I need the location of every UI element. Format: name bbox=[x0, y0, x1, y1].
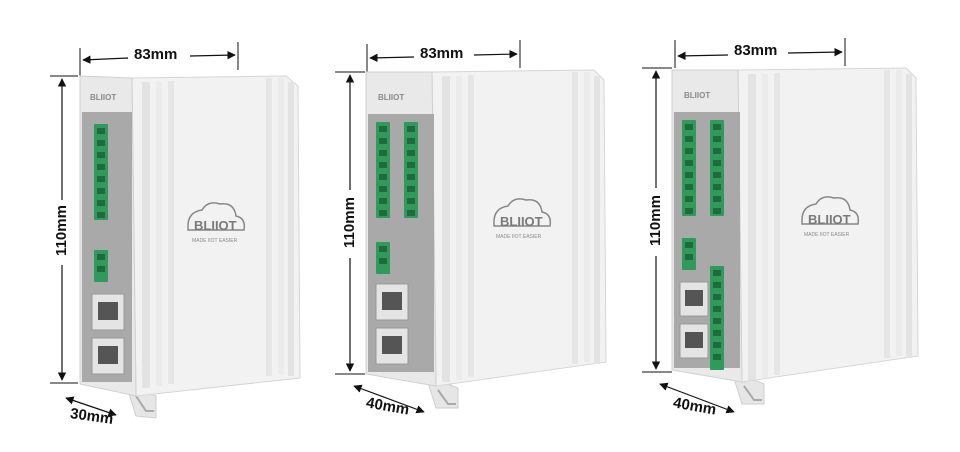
front-logo-1: BLIIOT bbox=[90, 93, 116, 102]
rj45-port-2b bbox=[375, 327, 409, 365]
rj45-port-2a bbox=[375, 283, 409, 321]
width-label-2: 83mm bbox=[420, 45, 464, 62]
terminal-block-3a bbox=[682, 120, 696, 216]
terminal-block-1 bbox=[94, 124, 108, 220]
terminal-block-3c bbox=[710, 266, 724, 370]
width-label-3: 83mm bbox=[734, 42, 778, 59]
height-label-3: 110mm bbox=[646, 195, 664, 246]
front-logo-2: BLIIOT bbox=[378, 93, 404, 102]
rj45-port-1b bbox=[91, 337, 125, 375]
height-label-2: 110mm bbox=[340, 197, 358, 248]
device-40mm-a: BLIIOT bbox=[365, 69, 607, 409]
bliiot-side-logo-2: BLIIOT MADE IIOT EASIER bbox=[493, 198, 552, 240]
device-30mm: BLIIOT BLIIOT M bbox=[79, 75, 301, 419]
power-terminal-3 bbox=[682, 238, 696, 270]
svg-text:BLIIOT: BLIIOT bbox=[808, 212, 851, 227]
front-logo-3: BLIIOT bbox=[684, 91, 710, 100]
power-terminal-2 bbox=[376, 242, 390, 274]
terminal-block-2b bbox=[404, 122, 418, 218]
height-label-1: 110mm bbox=[52, 205, 70, 256]
rj45-port-3b bbox=[679, 323, 709, 359]
terminal-block-2a bbox=[376, 122, 390, 218]
width-label-1: 83mm bbox=[134, 46, 178, 63]
bliiot-side-logo-1: BLIIOT MADE IIOT EASIER bbox=[187, 202, 246, 244]
svg-text:MADE IIOT EASIER: MADE IIOT EASIER bbox=[804, 232, 850, 238]
bliiot-side-logo-3: BLIIOT MADE IIOT EASIER bbox=[801, 196, 860, 238]
power-terminal-1 bbox=[94, 250, 108, 282]
svg-text:BLIIOT: BLIIOT bbox=[194, 218, 237, 233]
svg-text:MADE IIOT EASIER: MADE IIOT EASIER bbox=[192, 238, 238, 244]
rj45-port-1a bbox=[91, 293, 125, 331]
device-40mm-b: BLIIOT bbox=[671, 67, 919, 405]
terminal-block-3b bbox=[710, 120, 724, 216]
svg-text:BLIIOT: BLIIOT bbox=[500, 214, 543, 229]
svg-text:MADE IIOT EASIER: MADE IIOT EASIER bbox=[496, 234, 542, 240]
rj45-port-3a bbox=[679, 281, 709, 317]
